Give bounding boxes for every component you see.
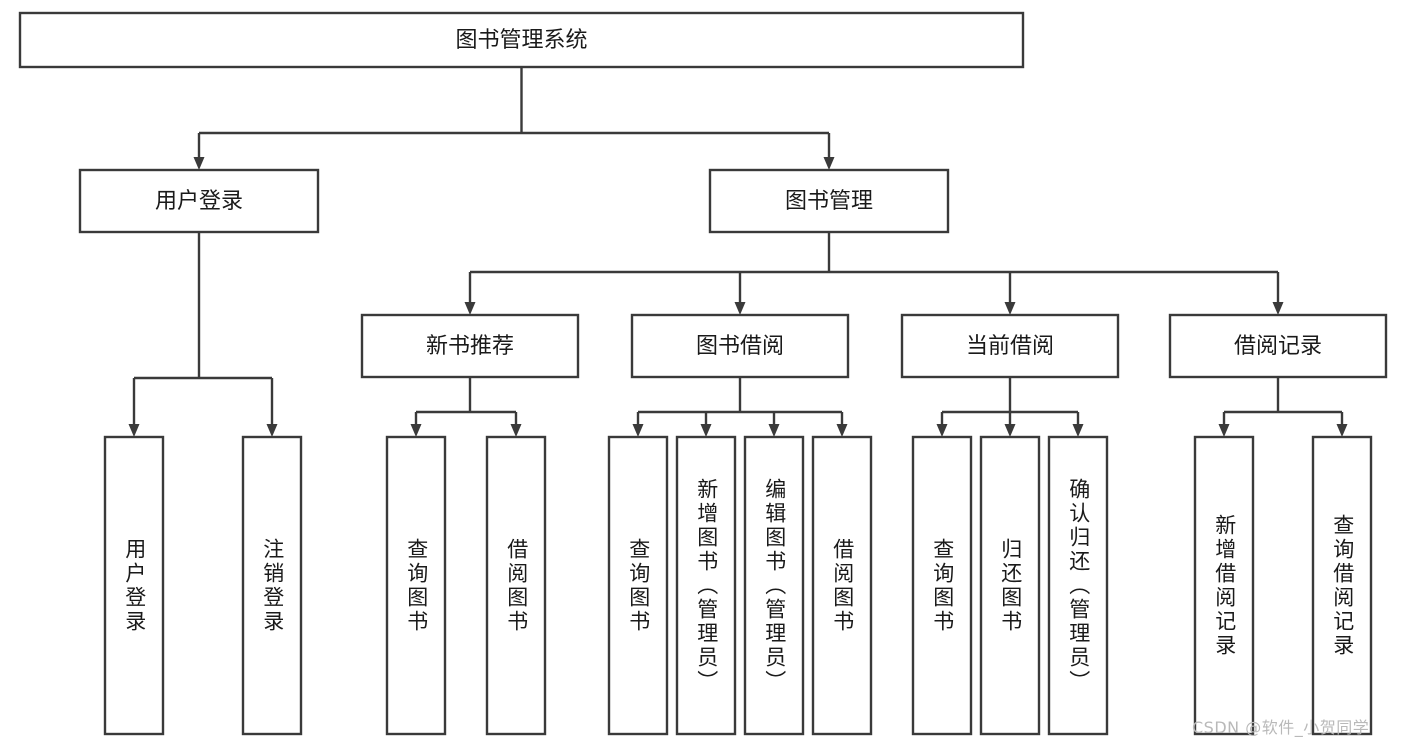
arrow-head [700,424,712,437]
node-box-leaf-user-logout [241,435,303,736]
arrow-head [410,424,422,437]
node-box-leaf-query-book-3 [911,435,973,736]
arrow-head [1272,302,1284,315]
arrow-head [936,424,948,437]
node-box-leaf-borrow-book-1 [485,435,547,736]
arrow-head [1336,424,1348,437]
node-box-leaf-return-book [979,435,1041,736]
arrow-head [632,424,644,437]
node-box-leaf-query-record [1311,435,1373,736]
node-label-borrow-record: 借阅记录 [1234,334,1322,359]
arrow-head [193,157,205,170]
node-box-leaf-add-book [675,435,737,736]
arrow-head [1218,424,1230,437]
arrow-head [464,302,476,315]
connectors-layer [128,67,1348,437]
node-box-root [18,11,1025,69]
node-box-leaf-query-book-2 [607,435,669,736]
node-box-new-book-rec [360,313,580,379]
node-label-book-manage: 图书管理 [785,189,873,214]
node-box-book-manage [708,168,950,234]
arrow-head [836,424,848,437]
node-box-book-borrow [630,313,850,379]
node-box-user-login [78,168,320,234]
node-box-leaf-borrow-book-2 [811,435,873,736]
csdn-watermark: CSDN @软件_小贺同学 [1192,718,1370,737]
node-box-leaf-user-login [103,435,165,736]
arrow-head [128,424,140,437]
boxes-layer [18,11,1388,736]
node-box-current-borrow [900,313,1120,379]
arrow-head [1004,424,1016,437]
arrow-head [768,424,780,437]
node-box-leaf-query-book-1 [385,435,447,736]
node-label-user-login: 用户登录 [155,189,243,214]
node-label-book-borrow: 图书借阅 [696,334,784,359]
arrow-head [1072,424,1084,437]
node-box-borrow-record [1168,313,1388,379]
arrow-head [1004,302,1016,315]
node-box-leaf-edit-book [743,435,805,736]
arrow-head [510,424,522,437]
arrow-head [823,157,835,170]
arrow-head [734,302,746,315]
node-box-leaf-confirm-return [1047,435,1109,736]
arrow-head [266,424,278,437]
node-label-new-book-rec: 新书推荐 [426,334,514,359]
node-label-root: 图书管理系统 [455,28,587,53]
node-box-leaf-add-record [1193,435,1255,736]
node-label-current-borrow: 当前借阅 [966,334,1054,359]
